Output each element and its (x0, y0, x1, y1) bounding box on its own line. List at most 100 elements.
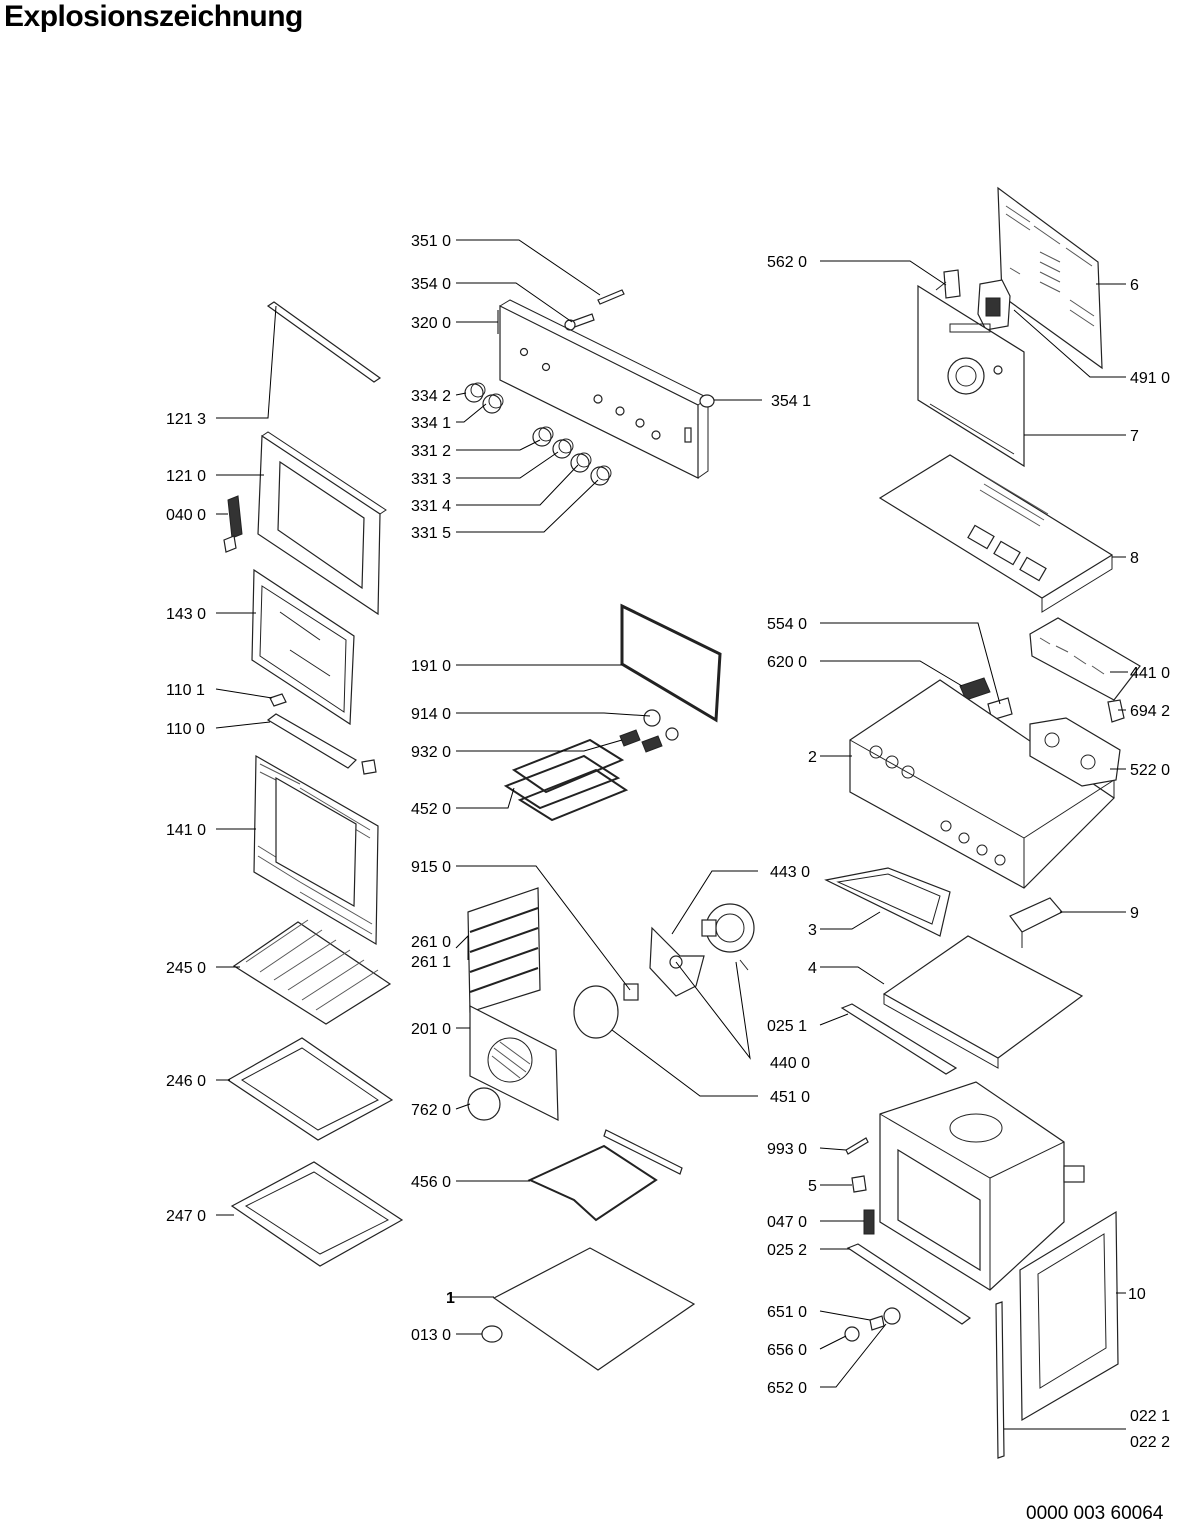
callout-354-1: 354 1 (771, 393, 811, 410)
part-bottom-plate-1 (492, 1247, 696, 1371)
part-ring-451 (573, 985, 619, 1039)
part-clip-5 (851, 1175, 867, 1193)
part-housing-2 (849, 679, 1115, 889)
part-tangential-fan-441 (1029, 617, 1141, 701)
callout-labels: 351 0 354 0 320 0 334 2 334 1 331 2 331 … (166, 233, 1170, 1451)
callout-247-0: 247 0 (166, 1208, 206, 1225)
callout-191-0: 191 0 (411, 658, 451, 675)
callout-491-0: 491 0 (1130, 370, 1170, 387)
callout-040-0: 040 0 (166, 507, 206, 524)
page-title: Explosionszeichnung (4, 0, 303, 33)
part-wire-rack-245 (232, 919, 392, 1025)
part-rail-025-2 (846, 1243, 972, 1325)
part-inner-glass-143 (251, 568, 355, 726)
part-thermostat-694 (1107, 699, 1125, 723)
part-rail-025-1 (840, 1003, 958, 1075)
callout-025-1: 025 1 (767, 1018, 807, 1035)
part-handle-110 (266, 713, 377, 775)
callout-562-0: 562 0 (767, 254, 807, 271)
callout-651-0: 651 0 (767, 1304, 807, 1321)
callout-443-0: 443 0 (770, 864, 810, 881)
callout-331-5: 331 5 (411, 525, 451, 542)
part-lamp-914 (643, 709, 679, 741)
part-bracket-9 (1009, 897, 1063, 948)
callout-110-1: 110 1 (166, 682, 205, 699)
part-nut-915 (623, 983, 639, 1001)
part-knob-set-651 (844, 1307, 901, 1342)
callout-2: 2 (808, 749, 817, 766)
callout-320-0: 320 0 (411, 315, 451, 332)
part-hinge-040 (223, 495, 243, 553)
part-side-racks-261 (467, 887, 541, 1013)
callout-246-0: 246 0 (166, 1073, 206, 1090)
callout-022-1: 022 1 (1130, 1408, 1170, 1425)
part-ring-354-1 (699, 394, 715, 408)
callout-694-2: 694 2 (1130, 703, 1170, 720)
part-duct-3 (824, 867, 951, 937)
callout-261-0: 261 0 (411, 934, 451, 951)
callout-261-1: 261 1 (411, 954, 451, 971)
callout-047-0: 047 0 (767, 1214, 807, 1231)
callout-025-2: 025 2 (767, 1242, 807, 1259)
callout-110-0: 110 0 (166, 721, 205, 738)
callout-993-0: 993 0 (767, 1141, 807, 1158)
callout-8: 8 (1130, 550, 1139, 567)
callout-5: 5 (808, 1178, 817, 1195)
callout-10: 10 (1128, 1286, 1146, 1303)
callout-331-2: 331 2 (411, 443, 451, 460)
part-seal-191 (620, 603, 722, 723)
part-outer-glass-141 (253, 754, 379, 946)
callout-762-0: 762 0 (411, 1102, 451, 1119)
callout-620-0: 620 0 (767, 654, 807, 671)
part-control-panel-320 (499, 299, 709, 479)
callout-522-0: 522 0 (1130, 762, 1170, 779)
part-side-panel-10 (1019, 1210, 1119, 1422)
callout-143-0: 143 0 (166, 606, 206, 623)
part-tray-247 (230, 1161, 404, 1267)
callout-914-0: 914 0 (411, 706, 451, 723)
callout-554-0: 554 0 (767, 616, 807, 633)
part-switch-620 (959, 677, 991, 701)
callout-6: 6 (1130, 277, 1139, 294)
callout-4: 4 (808, 960, 817, 977)
part-strip-022 (995, 1301, 1005, 1459)
callout-141-0: 141 0 (166, 822, 206, 839)
part-springs-932 (619, 729, 663, 753)
part-transformer-491 (977, 279, 1011, 331)
callout-121-0: 121 0 (166, 468, 206, 485)
callout-456-0: 456 0 (411, 1174, 451, 1191)
callout-452-0: 452 0 (411, 801, 451, 818)
part-tray-246 (226, 1037, 394, 1141)
callout-440-0: 440 0 (770, 1055, 810, 1072)
part-pin-351 (597, 289, 625, 305)
callout-245-0: 245 0 (166, 960, 206, 977)
callout-201-0: 201 0 (411, 1021, 451, 1038)
part-rear-wall-7 (917, 284, 1025, 468)
callout-441-0: 441 0 (1130, 665, 1170, 682)
part-oven-cavity (879, 1081, 1085, 1291)
leader-lines (215, 239, 1128, 1430)
document-number: 0000 003 60064 (1026, 1503, 1164, 1524)
callout-3: 3 (808, 922, 817, 939)
callout-915-0: 915 0 (411, 859, 451, 876)
callout-334-2: 334 2 (411, 388, 451, 405)
part-disc-762 (467, 1087, 501, 1121)
part-clip-110-1 (269, 693, 287, 707)
part-latch-047 (863, 1209, 875, 1235)
callout-022-2: 022 2 (1130, 1434, 1170, 1451)
callout-656-0: 656 0 (767, 1342, 807, 1359)
part-lower-heater-456 (527, 1129, 683, 1222)
part-heater-452 (503, 738, 629, 822)
callout-331-4: 331 4 (411, 498, 451, 515)
callout-013-0: 013 0 (411, 1327, 451, 1344)
callout-451-0: 451 0 (770, 1089, 810, 1106)
callout-351-0: 351 0 (411, 233, 451, 250)
part-back-cover-6 (997, 186, 1103, 370)
callout-652-0: 652 0 (767, 1380, 807, 1397)
callout-354-0: 354 0 (411, 276, 451, 293)
callout-1: 1 (446, 1290, 455, 1307)
part-fan-cover-201 (469, 1005, 559, 1121)
part-bracket-562 (935, 269, 961, 299)
